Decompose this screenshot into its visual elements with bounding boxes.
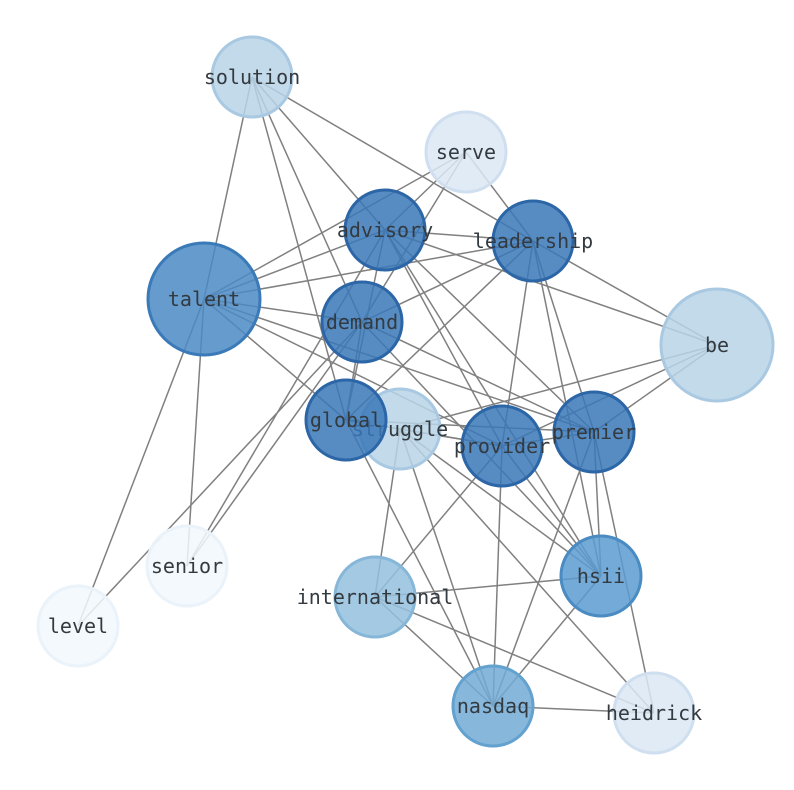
node-circle-be (659, 287, 775, 403)
node-heidrick: heidrick (606, 671, 702, 755)
edge-leadership-global (345, 240, 534, 421)
node-premier: premier (552, 390, 636, 474)
node-label-demand: demand (326, 310, 398, 334)
node-label-international: international (297, 585, 454, 609)
node-leadership: leadership (473, 199, 593, 283)
edge-international-heidrick (374, 596, 655, 714)
node-hsii: hsii (559, 534, 643, 618)
edge-solution-demand (251, 76, 363, 323)
node-label-advisory: advisory (337, 218, 433, 242)
node-label-solution: solution (204, 65, 300, 89)
node-solution: solution (204, 35, 300, 119)
node-circle-global (304, 378, 388, 462)
edge-struggle-nasdaq (399, 428, 494, 707)
edge-premier-nasdaq (492, 431, 595, 707)
node-label-serve: serve (436, 140, 496, 164)
edge-talent-level (77, 298, 205, 627)
edge-demand-level (77, 321, 363, 627)
node-circle-demand (320, 280, 404, 364)
node-label-nasdaq: nasdaq (457, 694, 529, 718)
node-nasdaq: nasdaq (451, 664, 535, 748)
node-circle-nasdaq (451, 664, 535, 748)
edge-talent-premier (203, 298, 595, 433)
edge-advisory-be (384, 229, 718, 346)
node-level: level (36, 584, 120, 668)
edge-provider-nasdaq (492, 445, 503, 707)
node-provider: provider (454, 404, 550, 488)
edge-advisory-hsii (384, 229, 602, 577)
node-label-premier: premier (552, 420, 636, 444)
node-layer: solution serve advisory leadership talent dem… (36, 35, 775, 755)
node-circle-provider (460, 404, 544, 488)
node-senior: senior (145, 524, 229, 608)
node-circle-premier (552, 390, 636, 474)
node-demand: demand (320, 280, 404, 364)
edge-struggle-heidrick (399, 428, 655, 714)
node-label-be: be (705, 333, 729, 357)
node-label-heidrick: heidrick (606, 701, 702, 725)
node-circle-heidrick (612, 671, 696, 755)
node-be: be (659, 287, 775, 403)
node-circle-level (36, 584, 120, 668)
node-label-senior: senior (151, 554, 223, 578)
node-circle-serve (424, 110, 508, 194)
node-talent: talent (146, 241, 262, 357)
edge-solution-leadership (251, 76, 534, 242)
node-label-level: level (48, 614, 108, 638)
node-circle-solution (210, 35, 294, 119)
node-circle-international (333, 555, 417, 639)
node-label-global: global (310, 408, 382, 432)
node-circle-hsii (559, 534, 643, 618)
edge-advisory-premier (384, 229, 595, 433)
node-label-leadership: leadership (473, 229, 593, 253)
edge-solution-global (251, 76, 347, 421)
node-circle-advisory (343, 188, 427, 272)
node-label-provider: provider (454, 434, 550, 458)
node-circle-leadership (491, 199, 575, 283)
node-circle-senior (145, 524, 229, 608)
node-international: international (297, 555, 454, 639)
node-label-hsii: hsii (577, 564, 625, 588)
node-advisory: advisory (337, 188, 433, 272)
edge-global-nasdaq (345, 419, 494, 707)
node-circle-talent (146, 241, 262, 357)
node-label-talent: talent (168, 287, 240, 311)
edge-demand-senior (186, 321, 363, 567)
node-global: global (304, 378, 388, 462)
node-serve: serve (424, 110, 508, 194)
edge-demand-premier (361, 321, 595, 433)
